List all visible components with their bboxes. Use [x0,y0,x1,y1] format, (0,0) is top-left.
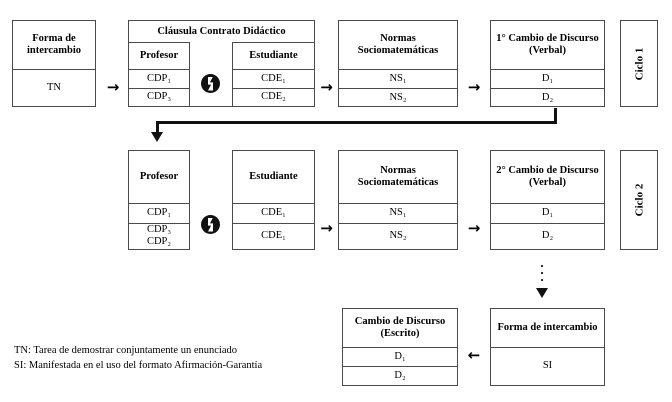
cycle1-teacher-value-2: CDP₃ [146,91,172,102]
cycle1-teacher-col: Profesor CDP₁ CDP₃ [128,42,190,107]
cycle1-student-value-2: CDE₂ [261,91,286,102]
final-arrowhead [536,288,548,298]
exchange-icon-2 [201,215,220,234]
cycle2-norms-header: Normas Sociomatemáticas [357,165,439,188]
final-written-box: Cambio de Discurso (Escrito) D₁ D₂ [342,308,458,386]
cycle1-label-box: Ciclo 1 [620,20,658,107]
cycle2-student-value-1: CDE₁ [261,207,286,218]
connector-arrowhead [151,132,163,142]
final-written-header: Cambio de Discurso (Escrito) [354,316,446,339]
cycle1-discourse-box: 1° Cambio de Discurso (Verbal) D₁ D₂ [490,20,605,107]
cycle1-arrow-2: → [320,78,333,96]
cycle2-teacher-col: Profesor CDP₁ CDP₃ CDP₂ [128,150,190,250]
cycle1-norms-box: Normas Sociomatemáticas NS₁ NS₂ [338,20,458,107]
final-exchange-value: SI [542,360,553,371]
cycle2-student-value-2: CDE₁ [261,230,286,241]
cycle1-arrow-1: → [106,78,120,96]
cycle1-teacher-header: Profesor [139,50,179,61]
cycle2-discourse-header: 2° Cambio de Discurso (Verbal) [496,165,599,188]
cycle2-student-header: Estudiante [249,171,298,182]
final-arrow-left: ← [467,346,481,364]
cycle1-clause-group-header: Cláusula Contrato Didáctico [157,26,286,37]
cycle1-exchange-box: Forma de intercambio TN [12,20,96,107]
cycle1-label: Ciclo 1 [632,47,645,80]
cycle1-norms-value-2: NS₂ [389,91,407,103]
legend-line-1: TN: Tarea de demostrar conjuntamente un … [14,345,237,356]
cycle2-teacher-value-1-text: CDP₁ [146,207,172,218]
cycle2-arrow-1: → [320,219,333,237]
cycle2-teacher-value-2-line1: CDP₃ [146,224,172,235]
final-exchange-box: Forma de intercambio SI [490,308,605,386]
cycle2-norms-box: Normas Sociomatemáticas NS₁ NS₂ [338,150,458,250]
cycle1-exchange-value: TN [47,82,61,93]
cycle2-discourse-value-2: D₂ [541,230,554,241]
cycle2-discourse-value-1: D₁ [541,207,554,218]
cycle1-arrow-3: → [467,78,481,96]
final-exchange-header: Forma de intercambio [497,322,598,333]
vertical-ellipsis: ··· [539,258,545,287]
cycle2-label-box: Ciclo 2 [620,150,658,250]
final-written-value-1: D₁ [394,350,406,362]
cycle2-norms-value-1: NS₁ [389,207,407,218]
cycle2-teacher-header: Profesor [139,171,179,182]
cycle1-discourse-header: 1° Cambio de Discurso (Verbal) [496,33,599,56]
cycle2-label: Ciclo 2 [632,183,645,217]
cycle1-norms-header: Normas Sociomatemáticas [357,33,439,56]
cycle2-discourse-box: 2° Cambio de Discurso (Verbal) D₁ D₂ [490,150,605,250]
cycle1-discourse-value-2: D₂ [541,91,554,103]
cycle2-arrow-2: → [467,219,481,237]
legend: TN: Tarea de demostrar conjuntamente un … [14,343,334,373]
cycle1-exchange-header: Forma de intercambio [26,33,82,56]
cycle2-teacher-value-2: CDP₃ CDP₂ [129,223,189,249]
cycle2-teacher-value-2-line2: CDP₂ [146,236,172,247]
cycle1-norms-value-1: NS₁ [389,72,407,84]
cycle1-discourse-value-1: D₁ [541,72,554,84]
final-written-value-2: D₂ [394,369,406,381]
legend-line-2: SI: Manifestada en el uso del formato Af… [14,360,263,371]
cycle2-norms-value-2: NS₂ [389,230,407,241]
exchange-icon [201,74,220,93]
cycle1-student-header: Estudiante [249,50,298,61]
cycle1-student-col: Estudiante CDE₁ CDE₂ [232,42,315,107]
cycle1-student-value-1: CDE₁ [261,72,286,84]
cycle2-teacher-value-1: CDP₁ [129,203,189,223]
cycle2-student-col: Estudiante CDE₁ CDE₁ [232,150,315,250]
cycle1-teacher-value-1: CDP₁ [146,72,172,84]
